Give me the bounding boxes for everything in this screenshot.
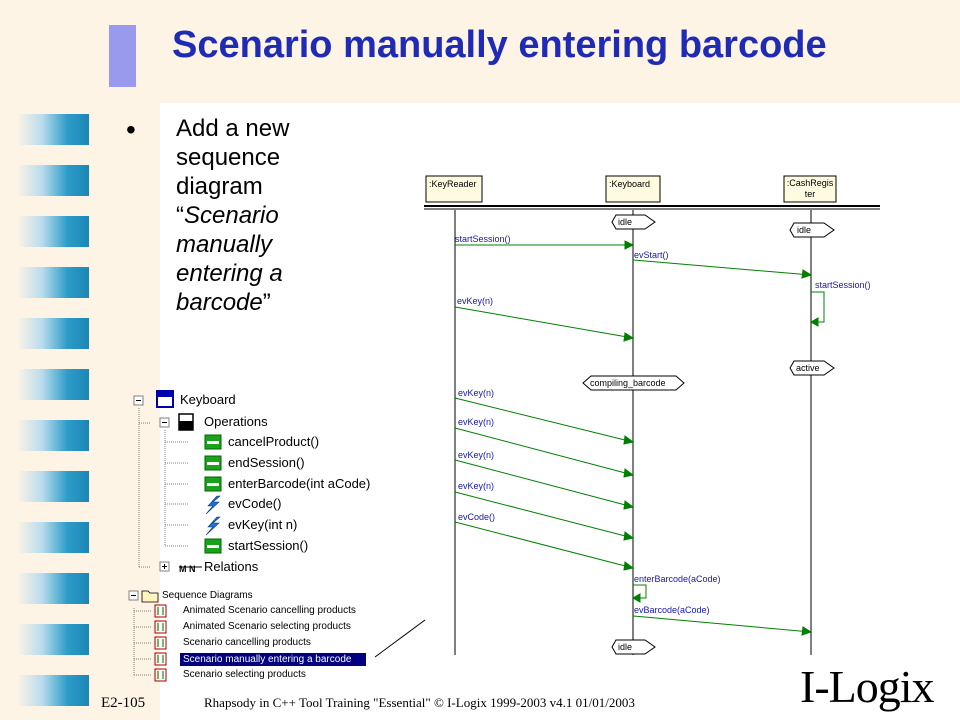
state-label[interactable]: idle xyxy=(618,642,633,652)
tree-item-event[interactable]: evCode() xyxy=(228,496,282,511)
tree-item-sequence[interactable]: Scenario cancelling products xyxy=(183,637,311,648)
tree-lines: M N xyxy=(128,390,366,682)
slide-title: Scenario manually entering barcode xyxy=(172,24,827,66)
title-accent-square xyxy=(109,25,136,87)
tree-item-operation[interactable]: cancelProduct() xyxy=(228,434,320,449)
tree-item-event[interactable]: evKey(int n) xyxy=(228,517,298,532)
lifeline-label[interactable]: :Keyboard xyxy=(609,179,651,189)
lifeline-box xyxy=(783,175,837,203)
tree-item-operation[interactable]: endSession() xyxy=(228,455,305,470)
tree-item-relations[interactable]: Relations xyxy=(204,559,259,574)
bullet-marker: • xyxy=(126,114,136,145)
message-label[interactable]: startSession() xyxy=(815,280,871,290)
tree-item-sequence-selected[interactable]: Scenario manually entering a barcode xyxy=(183,654,352,665)
message-label[interactable]: evKey(n) xyxy=(458,417,495,427)
sequence-diagram-canvas xyxy=(424,175,880,655)
state-label[interactable]: active xyxy=(796,363,820,373)
message-label[interactable]: evBarcode(aCode) xyxy=(634,605,710,615)
tree-item-operation[interactable]: enterBarcode(int aCode) xyxy=(228,476,371,491)
operations-folder-icon xyxy=(178,413,194,431)
footer-text: Rhapsody in C++ Tool Training "Essential… xyxy=(204,695,635,710)
callout-line xyxy=(374,619,426,658)
tree-item-sequence[interactable]: Animated Scenario cancelling products xyxy=(183,605,356,616)
lifeline-box xyxy=(425,175,483,203)
title-band xyxy=(0,0,960,103)
decor-block xyxy=(17,216,89,247)
decor-block xyxy=(17,369,89,400)
decor-block xyxy=(17,522,89,553)
bullet-text: Add a new sequence diagram “Scenario man… xyxy=(176,114,346,317)
decor-block xyxy=(17,267,89,298)
decor-block xyxy=(17,675,89,706)
tree-item-sequence[interactable]: Animated Scenario selecting products xyxy=(183,621,351,632)
message-label[interactable]: evKey(n) xyxy=(458,388,495,398)
bullet-quote-close: ” xyxy=(262,289,271,316)
browser-tree: M N Keyboard Operations cancelProduct() … xyxy=(128,386,398,686)
message-label[interactable]: startSession() xyxy=(455,234,511,244)
svg-text:M N: M N xyxy=(179,564,196,574)
state-label[interactable]: compiling_barcode xyxy=(590,378,666,388)
bullet-italic-text: Scenario manually entering a barcode xyxy=(176,202,283,316)
ilogix-logo: I-Logix xyxy=(800,661,935,712)
state-label[interactable]: idle xyxy=(618,217,633,227)
relations-icon: M N xyxy=(179,564,202,574)
decor-block xyxy=(17,624,89,655)
decor-block xyxy=(17,165,89,196)
decor-block xyxy=(17,573,89,604)
lifeline-label[interactable]: :KeyReader xyxy=(429,179,477,189)
tree-item-sequence[interactable]: Scenario selecting products xyxy=(183,669,306,680)
state-label[interactable]: idle xyxy=(797,225,812,235)
decor-block xyxy=(17,420,89,451)
message-label[interactable]: evKey(n) xyxy=(458,450,495,460)
slide-code: E2-105 xyxy=(101,695,146,711)
bullet-quote-open: “ xyxy=(176,202,184,229)
tree-item-keyboard-class[interactable]: Keyboard xyxy=(180,392,236,407)
message-label[interactable]: evKey(n) xyxy=(457,296,494,306)
folder-icon xyxy=(141,590,159,603)
lifeline-box xyxy=(605,175,661,203)
bullet-plain-text: Add a new sequence diagram xyxy=(176,115,290,200)
decor-block xyxy=(17,318,89,349)
sequence-diagram: :KeyReader :Keyboard :CashRegis ter idle… xyxy=(420,170,880,660)
class-icon xyxy=(156,390,174,408)
message-label[interactable]: evStart() xyxy=(634,250,669,260)
tree-item-operations[interactable]: Operations xyxy=(204,414,268,429)
tree-item-operation[interactable]: startSession() xyxy=(228,538,309,553)
tree-item-sequence-folder[interactable]: Sequence Diagrams xyxy=(162,590,253,601)
message-label[interactable]: enterBarcode(aCode) xyxy=(634,574,721,584)
message-label[interactable]: evCode() xyxy=(458,512,496,522)
message-label[interactable]: evKey(n) xyxy=(458,481,495,491)
decor-block xyxy=(17,471,89,502)
lifeline-label[interactable]: :CashRegis ter xyxy=(786,178,834,199)
decor-block xyxy=(17,114,89,145)
